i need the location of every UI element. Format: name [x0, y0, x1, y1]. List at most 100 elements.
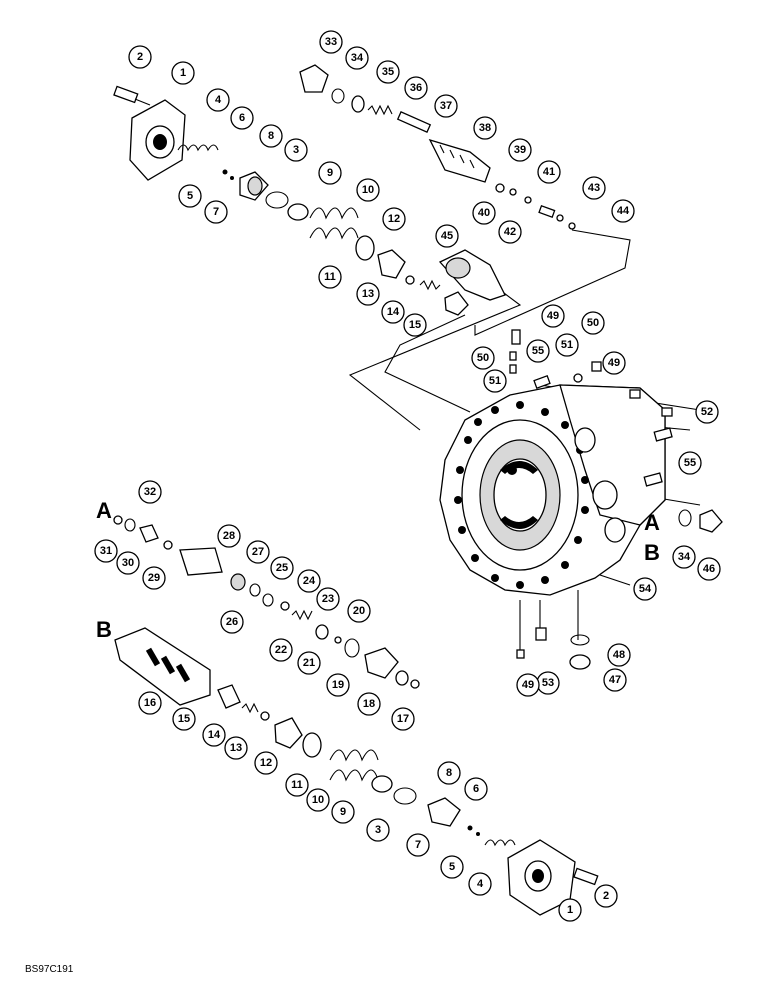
callout-circle — [403, 313, 427, 337]
callout-circle — [319, 30, 343, 54]
callout-number: 2 — [137, 51, 143, 63]
callout-34: 34 — [672, 545, 696, 569]
callout-circle — [138, 480, 162, 504]
callout-circle — [206, 88, 230, 112]
callout-4: 4 — [206, 88, 230, 112]
callout-circle — [357, 692, 381, 716]
callout-48: 48 — [607, 643, 631, 667]
callout-number: 43 — [588, 182, 600, 194]
callout-number: 41 — [543, 166, 555, 178]
callout-5: 5 — [440, 855, 464, 879]
callout-circle — [473, 116, 497, 140]
callout-27: 27 — [246, 540, 270, 564]
callout-number: 15 — [409, 319, 421, 331]
callout-circle — [270, 556, 294, 580]
callout-8: 8 — [437, 761, 461, 785]
callout-17: 17 — [391, 707, 415, 731]
callout-16: 16 — [138, 691, 162, 715]
callout-circle — [356, 178, 380, 202]
callout-circle — [508, 138, 532, 162]
callout-circle — [381, 300, 405, 324]
callout-55: 55 — [678, 451, 702, 475]
callout-45: 45 — [435, 224, 459, 248]
callout-number: 50 — [477, 352, 489, 364]
callout-51: 51 — [555, 333, 579, 357]
callout-number: 21 — [303, 657, 315, 669]
callout-number: 17 — [397, 713, 409, 725]
callout-number: 35 — [382, 66, 394, 78]
callout-circle — [220, 610, 244, 634]
callout-34: 34 — [345, 46, 369, 70]
callout-number: 12 — [388, 213, 400, 225]
callout-number: 39 — [514, 144, 526, 156]
callout-circle — [464, 777, 488, 801]
callout-35: 35 — [376, 60, 400, 84]
callout-number: 1 — [180, 67, 186, 79]
callout-49: 49 — [541, 304, 565, 328]
callout-40: 40 — [472, 201, 496, 225]
callout-circle — [406, 833, 430, 857]
callout-number: 52 — [701, 406, 713, 418]
callout-circle — [440, 855, 464, 879]
callout-14: 14 — [381, 300, 405, 324]
callout-number: 42 — [504, 226, 516, 238]
callout-number: 8 — [268, 130, 274, 142]
callout-number: 49 — [522, 679, 534, 691]
callout-10: 10 — [306, 788, 330, 812]
callout-circle — [356, 282, 380, 306]
callout-circle — [594, 884, 618, 908]
callout-52: 52 — [695, 400, 719, 424]
callout-number: 38 — [479, 122, 491, 134]
callout-circle — [633, 577, 657, 601]
callout-number: 30 — [122, 557, 134, 569]
callout-number: 5 — [187, 190, 193, 202]
callout-2: 2 — [128, 45, 152, 69]
callout-26: 26 — [220, 610, 244, 634]
callout-number: 46 — [703, 563, 715, 575]
callout-number: 33 — [325, 36, 337, 48]
callout-circle — [142, 566, 166, 590]
callout-11: 11 — [285, 773, 309, 797]
callout-number: 3 — [293, 144, 299, 156]
callout-number: 51 — [489, 375, 501, 387]
callout-number: 10 — [312, 794, 324, 806]
callout-circle — [435, 224, 459, 248]
callout-9: 9 — [331, 800, 355, 824]
callout-55: 55 — [526, 339, 550, 363]
callout-circle — [172, 707, 196, 731]
callout-number: 6 — [239, 112, 245, 124]
callout-6: 6 — [464, 777, 488, 801]
callout-number: 12 — [260, 757, 272, 769]
callout-number: 49 — [608, 357, 620, 369]
callout-25: 25 — [270, 556, 294, 580]
callout-circle — [526, 339, 550, 363]
callout-number: 36 — [410, 82, 422, 94]
callout-12: 12 — [254, 751, 278, 775]
callout-number: 51 — [561, 339, 573, 351]
callout-circle — [217, 524, 241, 548]
callout-1: 1 — [171, 61, 195, 85]
callout-circle — [516, 673, 540, 697]
callout-circle — [331, 800, 355, 824]
callout-number: 14 — [387, 306, 400, 318]
letter-marker-b: B — [644, 540, 660, 565]
callout-circle — [318, 265, 342, 289]
callout-circle — [382, 207, 406, 231]
callout-circle — [602, 351, 626, 375]
callout-number: 4 — [215, 94, 222, 106]
callout-number: 10 — [362, 184, 374, 196]
callout-number: 13 — [362, 288, 374, 300]
callout-23: 23 — [316, 587, 340, 611]
callout-circle — [498, 220, 522, 244]
callout-circle — [391, 707, 415, 731]
callout-2: 2 — [594, 884, 618, 908]
callout-number: 27 — [252, 546, 264, 558]
callout-number: 50 — [587, 317, 599, 329]
callout-36: 36 — [404, 76, 428, 100]
callout-circle — [306, 788, 330, 812]
callout-circle — [483, 369, 507, 393]
callout-circle — [284, 138, 308, 162]
callout-33: 33 — [319, 30, 343, 54]
callout-53: 53 — [536, 671, 560, 695]
callout-12: 12 — [382, 207, 406, 231]
